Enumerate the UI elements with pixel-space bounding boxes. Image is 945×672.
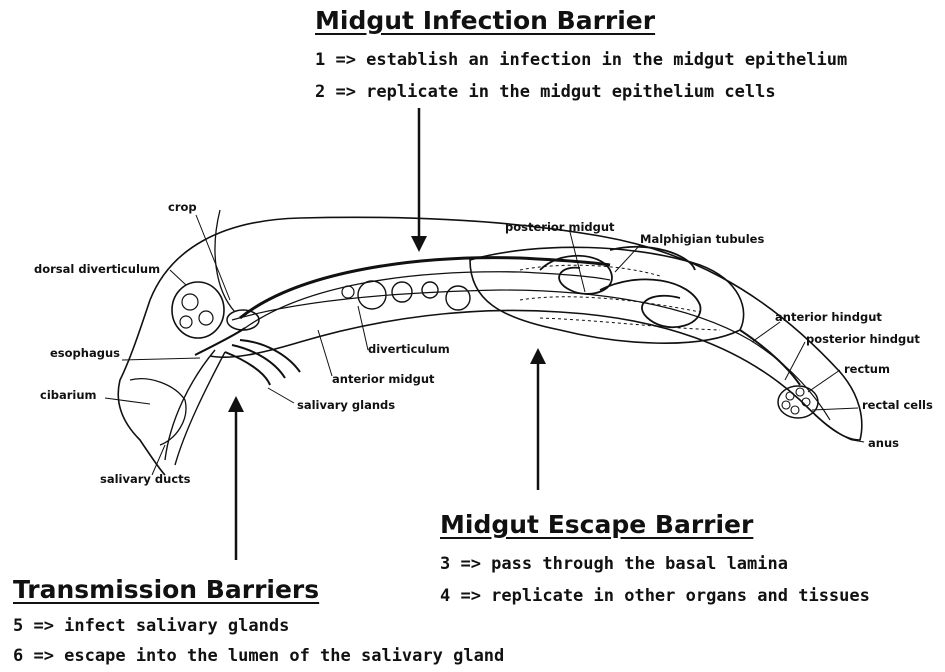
leader-dorsal-diverticulum [170, 270, 186, 285]
label-crop: crop [168, 200, 197, 214]
leader-diverticulum [358, 306, 368, 350]
label-rectal-cells: rectal cells [862, 398, 933, 412]
body-outline [150, 217, 862, 440]
label-dorsal-diverticulum: dorsal diverticulum [34, 262, 160, 276]
barrier-arrows [228, 108, 546, 560]
label-esophagus: esophagus [50, 346, 120, 360]
malphigian-tubule [600, 279, 700, 327]
label-diverticulum: diverticulum [368, 342, 450, 356]
crop-sac [227, 310, 259, 330]
esophagus-tube [195, 328, 245, 355]
leader-salivary-glands [268, 388, 294, 403]
salivary-gland-lobes [225, 340, 300, 385]
anterior-midgut-tube-inner [245, 272, 610, 328]
salivary-duct-line [165, 350, 215, 460]
leader-rectum [808, 370, 840, 392]
label-posterior-hindgut: posterior hindgut [806, 332, 920, 346]
label-malphigian-tubules: Malphigian tubules [640, 232, 764, 246]
crop-duct [215, 210, 235, 312]
leader-rectal-cells [812, 408, 858, 410]
label-anterior-hindgut: anterior hindgut [775, 310, 882, 324]
head-outline [118, 300, 165, 475]
leader-anterior-midgut [318, 330, 332, 376]
label-salivary-ducts: salivary ducts [100, 472, 191, 486]
label-cibarium: cibarium [40, 388, 97, 402]
leader-esophagus [122, 358, 200, 360]
leader-anterior-hindgut [752, 322, 780, 342]
anterior-midgut-tube [240, 258, 610, 318]
label-anterior-midgut: anterior midgut [332, 372, 435, 386]
posterior-midgut-contents [520, 265, 720, 330]
leader-posterior-hindgut [785, 342, 805, 380]
label-salivary-glands: salivary glands [297, 398, 395, 412]
leader-lines [105, 215, 864, 475]
dorsal-diverticulum-sac [172, 282, 224, 338]
label-rectum: rectum [844, 362, 890, 376]
leader-cibarium [105, 398, 150, 404]
label-posterior-midgut: posterior midgut [505, 220, 615, 234]
label-anus: anus [868, 436, 899, 450]
